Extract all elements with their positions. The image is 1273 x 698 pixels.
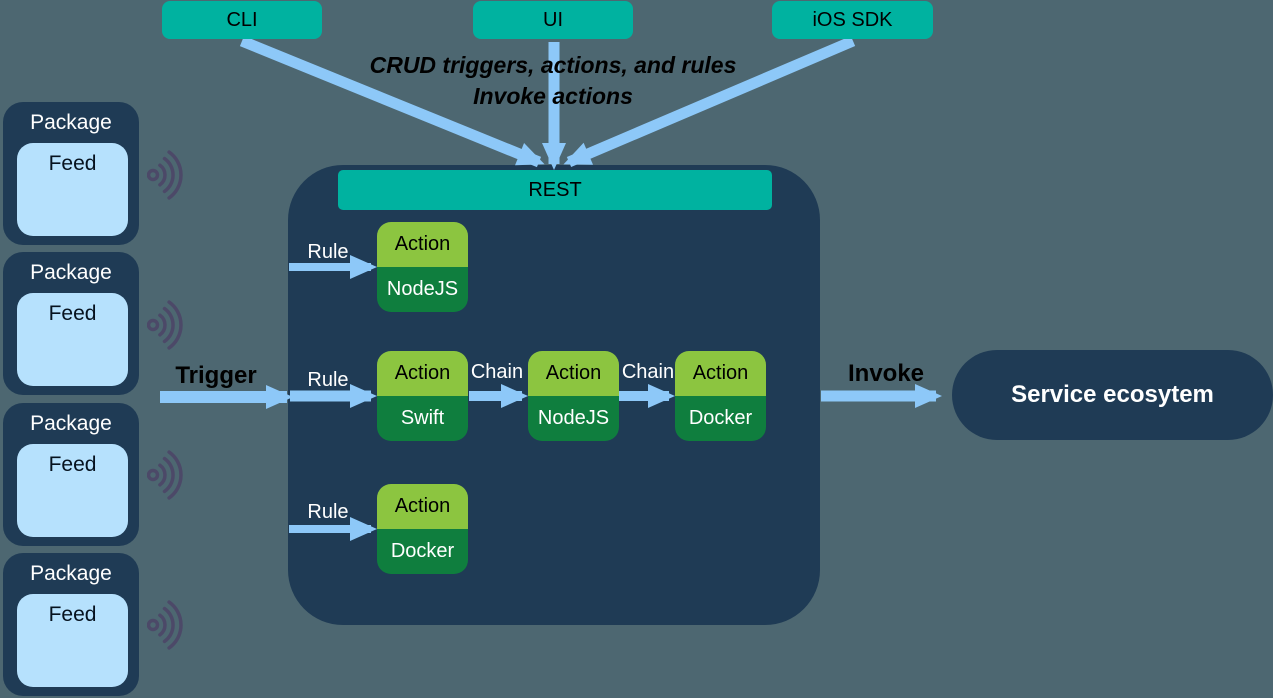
package-label: Package (30, 412, 112, 435)
action-title: Action (377, 351, 468, 396)
chain-label-2: Chain (621, 361, 675, 383)
feed-box: Feed (17, 143, 128, 236)
chain-label-1: Chain (470, 361, 524, 383)
package-label: Package (30, 111, 112, 134)
feed-label: Feed (48, 603, 97, 626)
service-ecosystem-pill: Service ecosytem (952, 350, 1273, 440)
ios-sdk-label: iOS SDK (812, 8, 893, 31)
action-title: Action (675, 351, 766, 396)
wifi-icon (147, 300, 183, 350)
rest-label: REST (528, 178, 582, 201)
package-label: Package (30, 562, 112, 585)
package-label: Package (30, 261, 112, 284)
feed-label: Feed (48, 453, 97, 476)
package-box: Package Feed (3, 403, 139, 546)
cli-label: CLI (226, 8, 258, 31)
action-runtime: NodeJS (377, 267, 468, 312)
cli-box: CLI (162, 1, 322, 39)
action-runtime: NodeJS (528, 396, 619, 441)
action-title: Action (377, 222, 468, 267)
action-box-nodejs: Action NodeJS (377, 222, 468, 312)
action-runtime: Docker (675, 396, 766, 441)
rule-label-3: Rule (307, 501, 349, 523)
action-runtime: Docker (377, 529, 468, 574)
rest-bar: REST (338, 170, 772, 210)
trigger-label: Trigger (175, 362, 257, 389)
feed-box: Feed (17, 594, 128, 687)
invoke-label: Invoke (847, 360, 925, 387)
ios-sdk-box: iOS SDK (772, 1, 933, 39)
action-box-docker: Action Docker (377, 484, 468, 574)
action-box-swift: Action Swift (377, 351, 468, 441)
crud-line2: Invoke actions (473, 83, 633, 109)
package-box: Package Feed (3, 252, 139, 395)
wifi-icon (147, 600, 183, 650)
action-runtime: Swift (377, 396, 468, 441)
feed-box: Feed (17, 444, 128, 537)
service-ecosystem-label: Service ecosytem (1011, 381, 1214, 408)
rule-label-2: Rule (307, 369, 349, 391)
package-box: Package Feed (3, 102, 139, 245)
feed-label: Feed (48, 152, 97, 175)
rule-label-1: Rule (307, 241, 349, 263)
feed-label: Feed (48, 302, 97, 325)
action-title: Action (528, 351, 619, 396)
wifi-icon (147, 150, 183, 200)
ui-box: UI (473, 1, 633, 39)
feed-box: Feed (17, 293, 128, 386)
action-box-docker: Action Docker (675, 351, 766, 441)
ui-label: UI (543, 8, 563, 31)
action-title: Action (377, 484, 468, 529)
crud-line1: CRUD triggers, actions, and rules (369, 52, 737, 78)
wifi-icon (147, 450, 183, 500)
package-box: Package Feed (3, 553, 139, 696)
crud-annotation: CRUD triggers, actions, and rules Invoke… (300, 50, 806, 112)
action-box-nodejs: Action NodeJS (528, 351, 619, 441)
